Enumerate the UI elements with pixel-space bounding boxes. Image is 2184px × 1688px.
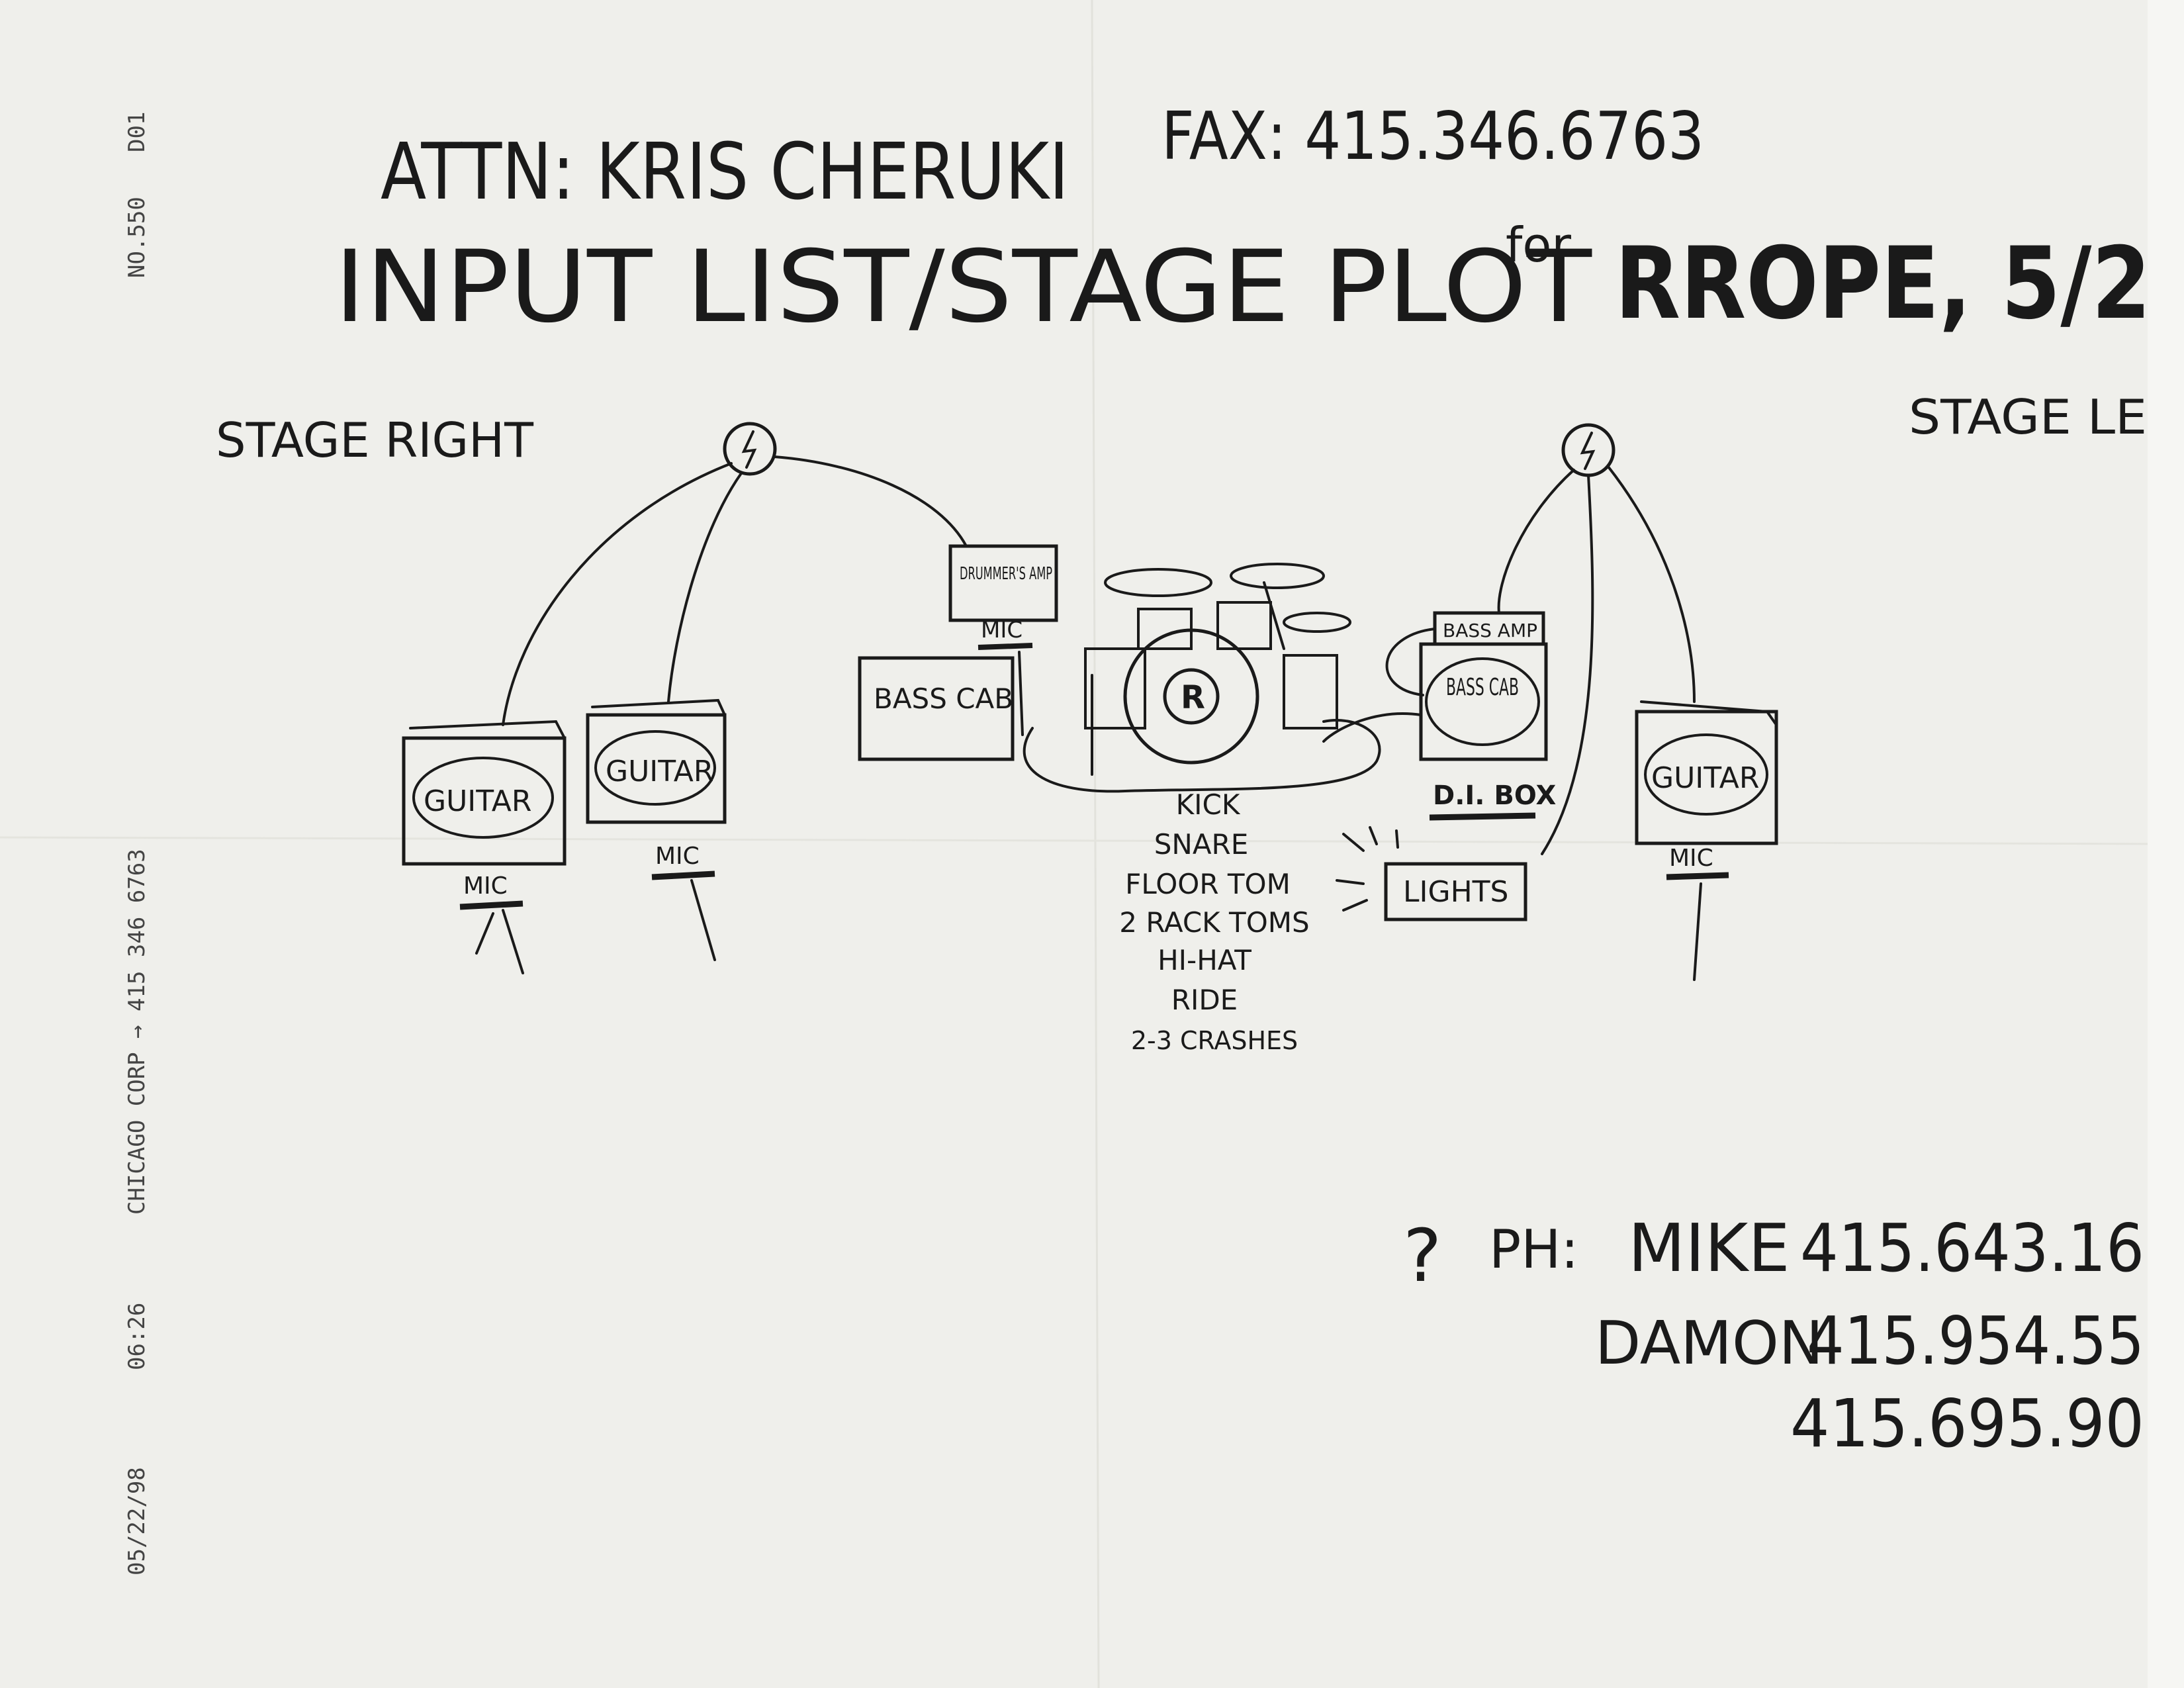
drum-input: SNARE bbox=[1154, 828, 1249, 861]
bass-amp-label: BASS AMP bbox=[1443, 620, 1537, 641]
contact-phone: 415.954.55 bbox=[1807, 1302, 2144, 1380]
guitar-amp-2: GUITAR bbox=[586, 698, 727, 824]
stage-right-label: STAGE RIGHT bbox=[216, 412, 534, 468]
drum-input: 2 RACK TOMS bbox=[1119, 906, 1309, 939]
di-box-label: D.I. BOX bbox=[1433, 780, 1556, 811]
drum-input: FLOOR TOM bbox=[1125, 868, 1291, 900]
drum-input: 2-3 CRASHES bbox=[1131, 1026, 1298, 1055]
contacts: ? PH: MIKE 415.643.16 DAMON 415.954.55 4… bbox=[1403, 1209, 2144, 1462]
bass-cab-label: BASS CAB bbox=[874, 682, 1013, 715]
kick-logo-text: R bbox=[1181, 679, 1205, 716]
drum-input: KICK bbox=[1176, 788, 1241, 821]
power-outlet-left-icon bbox=[723, 422, 777, 476]
bass-cab-label: BASS CAB bbox=[1446, 674, 1519, 701]
fax-number-line: FAX: 415.346.6763 bbox=[1161, 97, 1704, 175]
power-cables bbox=[502, 455, 1696, 855]
fax-sender: CHICAGO CORP → 415 346 6763 bbox=[124, 849, 150, 1215]
bass-cab-left: BASS CAB bbox=[858, 656, 1015, 761]
mic-guitar-1: MIC bbox=[459, 872, 524, 974]
title-for: for bbox=[1506, 217, 1571, 273]
fax-header: 05/22/98 06:26 CHICAGO CORP → 415 346 67… bbox=[124, 112, 150, 1575]
bass-cab-right: BASS CAB bbox=[1419, 642, 1548, 761]
kick-logo-icon bbox=[1163, 668, 1220, 725]
contact-prefix: PH: bbox=[1489, 1219, 1578, 1280]
drum-input: RIDE bbox=[1171, 984, 1238, 1016]
guitar-amp-3: GUITAR bbox=[1635, 700, 1778, 845]
contact-phone: 415.695.90 bbox=[1790, 1385, 2144, 1462]
contact-name: MIKE bbox=[1628, 1209, 1790, 1287]
mic-guitar-2: MIC bbox=[651, 843, 716, 961]
guitar-amp-label: GUITAR bbox=[606, 755, 713, 788]
stage-left-label: STAGE LE bbox=[1909, 389, 2147, 445]
page-title: INPUT LIST/STAGE PLOT bbox=[334, 230, 1592, 345]
fax-date: 05/22/98 bbox=[124, 1467, 150, 1575]
guitar-amp-label: GUITAR bbox=[424, 784, 531, 818]
mic-guitar-3: MIC bbox=[1666, 845, 1729, 981]
contact-marker: ? bbox=[1403, 1213, 1441, 1298]
attn-line: ATTN: KRIS CHERUKI bbox=[381, 126, 1069, 217]
di-box: D.I. BOX bbox=[1429, 780, 1556, 821]
mic-label: MIC bbox=[655, 843, 700, 870]
band-and-date: RROPE, 5/2 bbox=[1615, 226, 2151, 342]
drum-kit: R bbox=[1023, 563, 1381, 793]
fax-time: 06:26 bbox=[124, 1303, 150, 1370]
drum-input: HI-HAT bbox=[1158, 944, 1251, 976]
contact-name: DAMON bbox=[1595, 1309, 1823, 1378]
lights: LIGHTS bbox=[1336, 826, 1527, 921]
mic-label: MIC bbox=[463, 872, 508, 900]
drummers-amp-label: DRUMMER'S AMP bbox=[960, 564, 1052, 584]
fax-page-number: D01 bbox=[124, 112, 150, 152]
guitar-amp-1: GUITAR bbox=[402, 720, 567, 866]
drummers-amp: DRUMMER'S AMP bbox=[948, 544, 1058, 622]
fax-number: NO.550 bbox=[124, 197, 150, 278]
guitar-amp-label: GUITAR bbox=[1651, 761, 1759, 795]
drum-input-list: KICK SNARE FLOOR TOM 2 RACK TOMS HI-HAT … bbox=[1119, 788, 1309, 1055]
contact-phone: 415.643.16 bbox=[1800, 1209, 2144, 1287]
lights-label: LIGHTS bbox=[1403, 875, 1508, 909]
mic-label: MIC bbox=[1669, 845, 1713, 872]
